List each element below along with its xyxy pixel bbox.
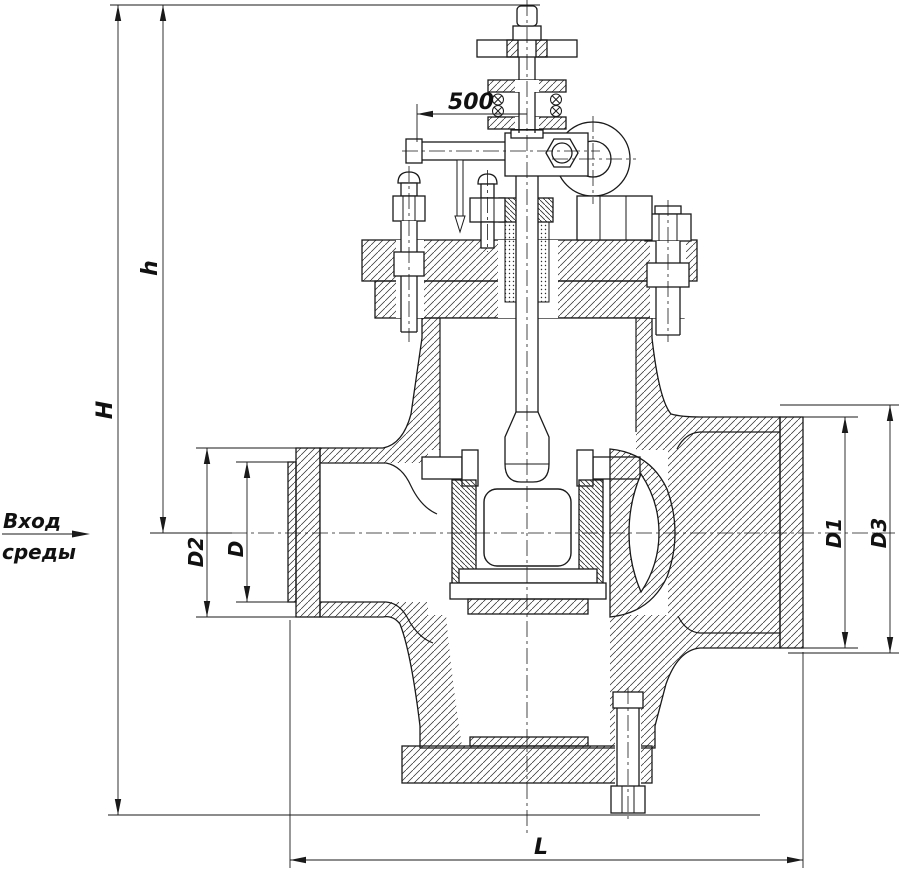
dimensions: H h D2 D (2, 4, 899, 868)
dimension-D2: D2 (184, 447, 298, 618)
label-L: L (534, 835, 548, 860)
dimension-H: H (93, 4, 760, 816)
valve-body (287, 5, 804, 814)
valve-plug (483, 488, 572, 567)
spring-coils (492, 93, 562, 117)
inlet-annotation: Вход среды (2, 509, 90, 564)
eye-bracket (576, 195, 653, 241)
inlet-arrow-icon (72, 530, 90, 538)
label-D2: D2 (184, 537, 208, 568)
label-inlet-line1: Вход (3, 509, 61, 533)
centerlines (150, 0, 898, 836)
pointer-needle (454, 159, 466, 234)
label-h: h (138, 260, 163, 276)
dimension-h: h (138, 5, 232, 534)
inlet-flange (287, 447, 321, 618)
cage-assembly (449, 479, 607, 615)
outlet-flange (779, 416, 804, 649)
dimension-500: 500 (416, 90, 527, 142)
yoke-block (504, 132, 589, 177)
dimension-L: L (289, 620, 804, 868)
label-D: D (224, 541, 248, 558)
label-H: H (93, 401, 118, 419)
label-500: 500 (448, 90, 494, 115)
dimension-D: D (224, 461, 292, 603)
label-inlet-line2: среды (2, 540, 76, 564)
